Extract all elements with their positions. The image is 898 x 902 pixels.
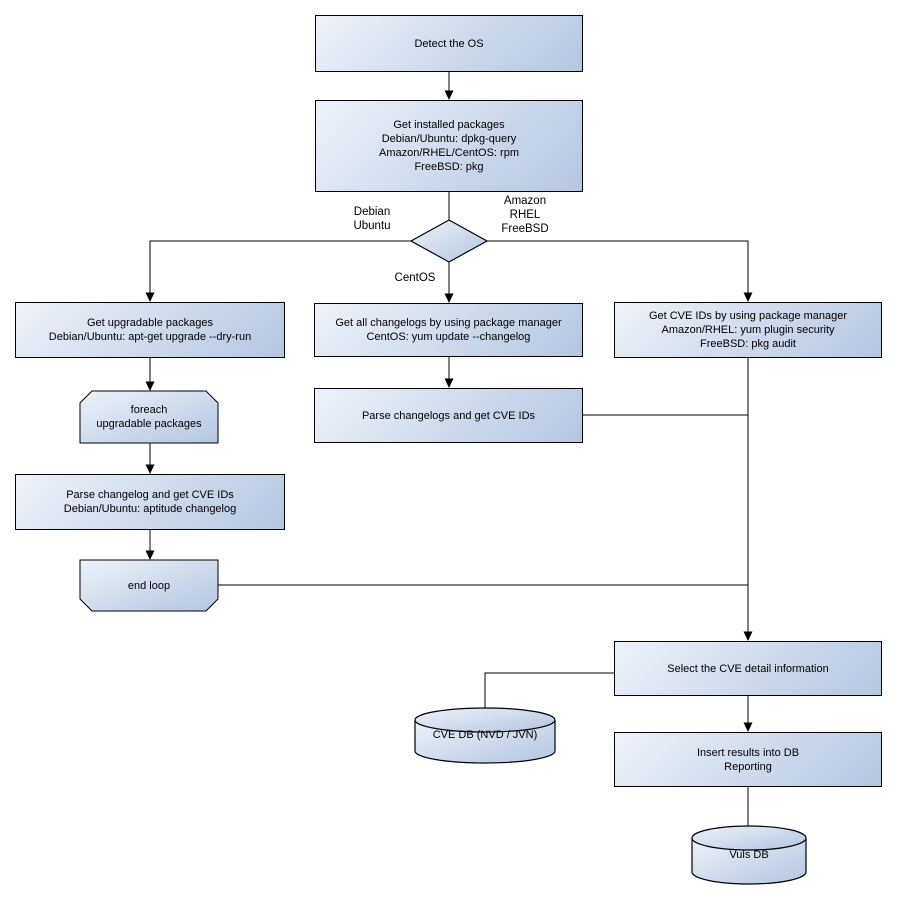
node-parse-changelog-left: Parse changelog and get CVE IDs Debian/U… <box>15 474 285 530</box>
node-get-upgradable-packages: Get upgradable packages Debian/Ubuntu: a… <box>15 302 285 358</box>
arrowhead <box>743 292 753 302</box>
edge-label-amazon-rhel-freebsd: Amazon RHEL FreeBSD <box>501 195 549 235</box>
loop-end-shape <box>79 559 219 612</box>
vuls-db-label: Vuls DB <box>729 849 769 861</box>
node-detect-os: Detect the OS <box>315 15 583 72</box>
node-insert-results: Insert results into DB Reporting <box>614 732 882 787</box>
node-get-installed-packages: Get installed packages Debian/Ubuntu: dp… <box>315 100 583 192</box>
arrowhead <box>145 381 155 391</box>
cylinder-vuls-db <box>691 825 807 885</box>
edge-label-centos: CentOS <box>394 272 436 284</box>
node-get-cve-ids: Get CVE IDs by using package manager Ama… <box>614 302 882 358</box>
arrowhead <box>444 378 454 388</box>
arrowhead <box>743 722 753 732</box>
arrowhead <box>145 550 155 560</box>
node-parse-changelogs-mid: Parse changelogs and get CVE IDs <box>314 388 583 443</box>
arrowhead <box>145 292 155 302</box>
arrowhead <box>444 90 454 100</box>
edge-branch-to-upgradable <box>149 240 411 293</box>
edge-branch-to-getcveids <box>487 240 749 293</box>
loop-start-shape <box>79 390 219 444</box>
os-branch-diamond <box>409 219 489 263</box>
node-get-all-changelogs: Get all changelogs by using package mana… <box>314 303 583 357</box>
edge-label-debian-ubuntu: Debian Ubuntu <box>353 206 391 232</box>
edge-select-to-cvedb <box>484 672 614 708</box>
arrowhead <box>444 293 454 303</box>
node-select-cve-detail: Select the CVE detail information <box>614 641 882 696</box>
loop-end-label: end loop <box>127 579 171 592</box>
cve-db-label: CVE DB (NVD / JVN) <box>432 729 538 741</box>
cylinder-cve-db <box>414 707 556 764</box>
arrowhead <box>145 464 155 474</box>
loop-start-label: foreach upgradable packages <box>96 404 202 430</box>
arrowhead <box>743 631 753 641</box>
